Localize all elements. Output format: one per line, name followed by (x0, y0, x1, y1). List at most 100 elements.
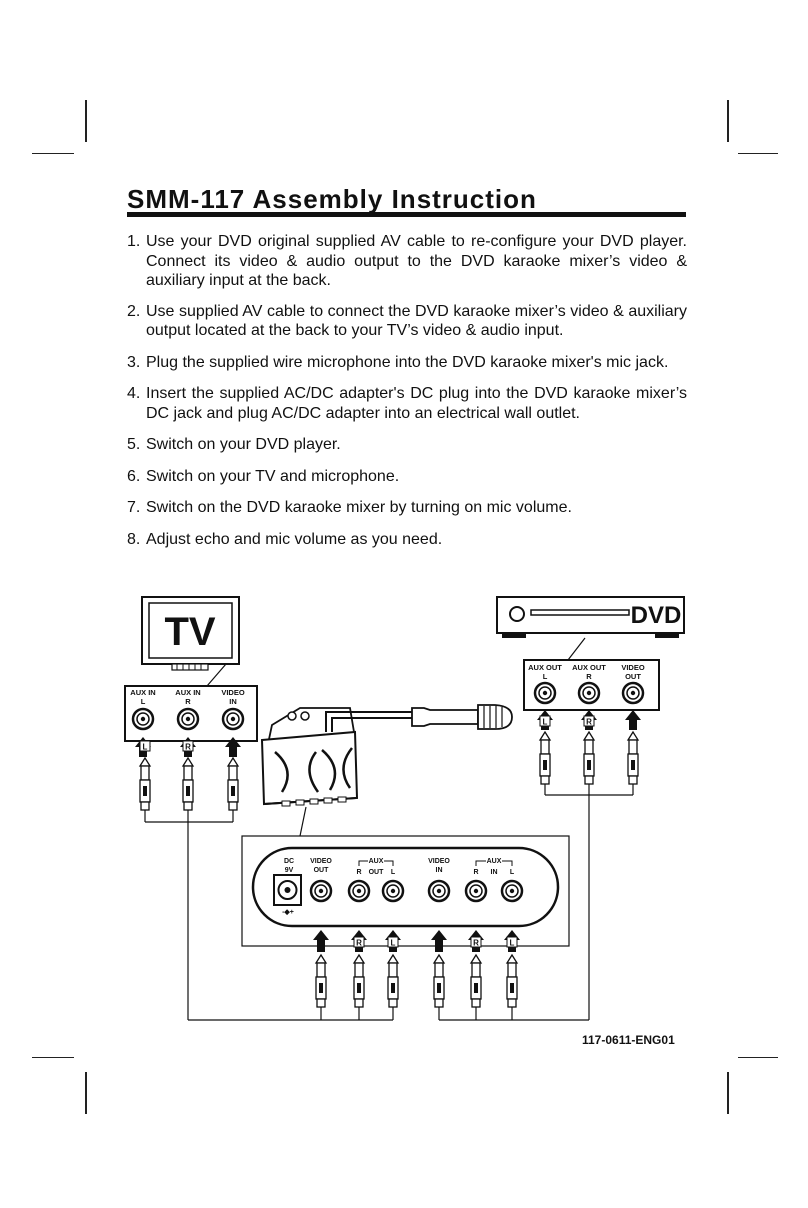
tv-input-panel: AUX IN L AUX IN R VIDEO IN (124, 685, 258, 742)
dvd-jack-label: VIDEO (621, 663, 645, 672)
step-number: 6. (127, 467, 141, 485)
dvd-output-panel: AUX OUT L AUX OUT R VIDEO OUT (523, 659, 660, 711)
tv-jack-label: AUX IN (130, 688, 155, 697)
step-text: Use supplied AV cable to connect the DVD… (146, 302, 687, 340)
mixer-back-panel: DC 9V VIDEO OUT AUX R OUT L VIDEO IN AUX… (241, 835, 570, 947)
step-number: 3. (127, 353, 141, 371)
dvd-aux-out-r-jack[interactable] (577, 681, 601, 705)
dvd-video-out-jack[interactable] (621, 681, 645, 705)
step-number: 2. (127, 302, 141, 320)
mixer-label: L (510, 869, 515, 876)
wired-microphone (325, 704, 513, 732)
step-number: 4. (127, 385, 141, 402)
mixer-aux-out-l-jack[interactable] (381, 879, 405, 903)
tv-aux-in-l-jack[interactable] (131, 707, 155, 731)
dvd-jack-label: R (586, 672, 592, 681)
crop-mark (738, 153, 778, 154)
step-text: Adjust echo and mic volume as you need. (146, 530, 443, 548)
mixer-aux-out-r-jack[interactable] (347, 879, 371, 903)
tv-unit: TV (141, 596, 240, 687)
plug-letter: L (510, 939, 515, 948)
mixer-label: IN (436, 867, 443, 874)
up-arrow-icon (225, 737, 241, 757)
up-arrow-icon (313, 930, 329, 952)
polarity-symbol: -◆+ (282, 909, 294, 916)
mixer-label: 9V (285, 867, 294, 874)
tv-jack-label: AUX IN (175, 688, 200, 697)
dc-9v-jack[interactable] (273, 874, 302, 906)
dvd-aux-out-l-jack[interactable] (533, 681, 557, 705)
step-text: Insert the supplied AC/DC adapter's DC p… (146, 385, 687, 422)
plug-letter: R (356, 939, 362, 948)
mixer-label: VIDEO (428, 858, 450, 865)
crop-mark (32, 1057, 74, 1058)
tv-logo: TV (164, 610, 215, 654)
crop-mark (32, 153, 74, 154)
step-text: Switch on your TV and microphone. (146, 467, 400, 485)
plug-letter: R (185, 743, 191, 752)
step-number: 5. (127, 436, 141, 453)
dvd-jack-label: AUX OUT (528, 663, 562, 672)
mixer-label: AUX (487, 858, 502, 865)
plug-letter: L (143, 743, 148, 752)
instruction-list: 1. Use your DVD original supplied AV cabl… (127, 232, 687, 561)
step-text: Plug the supplied wire microphone into t… (146, 353, 669, 371)
dvd-logo: DVD (631, 602, 682, 629)
plug-letter: R (473, 939, 479, 948)
mixer-aux-in-r-jack[interactable] (464, 879, 488, 903)
instruction-step: 1. Use your DVD original supplied AV cabl… (127, 232, 687, 291)
mixer-label: DC (284, 858, 294, 865)
tv-jack-label: VIDEO (221, 688, 245, 697)
mixer-label: AUX (369, 858, 384, 865)
mixer-label: OUT (314, 867, 330, 874)
step-number: 8. (127, 530, 141, 548)
crop-mark (727, 1072, 729, 1114)
plug-letter: R (586, 718, 592, 727)
instruction-step: 6. Switch on your TV and microphone. (127, 467, 687, 487)
plug-letter: L (391, 939, 396, 948)
mixer-label: IN (491, 869, 498, 876)
dvd-cable-plugs: L R (537, 710, 641, 1020)
dvd-jack-label: OUT (625, 672, 641, 681)
crop-mark (738, 1057, 778, 1058)
connection-diagram: TV AUX IN L AUX IN R VIDEO IN L R (124, 596, 685, 1021)
dvd-jack-label: L (543, 672, 548, 681)
instruction-step: 4. Insert the supplied AC/DC adapter's DC… (127, 384, 687, 423)
up-arrow-icon (625, 710, 641, 730)
crop-mark (85, 100, 87, 142)
step-text: Use your DVD original supplied AV cable … (146, 233, 687, 289)
step-number: 7. (127, 499, 141, 516)
mixer-video-out-jack[interactable] (309, 879, 333, 903)
instruction-step: 2. Use supplied AV cable to connect the D… (127, 302, 687, 341)
instruction-step: 3. Plug the supplied wire microphone into… (127, 353, 687, 373)
step-text: Switch on the DVD karaoke mixer by turni… (146, 499, 572, 516)
mixer-cable-plugs: R L R L (188, 930, 589, 1021)
instruction-step: 8. Adjust echo and mic volume as you need… (127, 530, 687, 550)
crop-mark (727, 100, 729, 142)
tv-cable-plugs: L R (135, 737, 241, 1020)
crop-mark (85, 1072, 87, 1114)
page-title: SMM-117 Assembly Instruction (127, 184, 537, 214)
mixer-label: R (356, 869, 361, 876)
tv-jack-label: L (141, 697, 146, 706)
tv-aux-in-r-jack[interactable] (176, 707, 200, 731)
tv-jack-label: IN (229, 697, 237, 706)
instruction-step: 7. Switch on the DVD karaoke mixer by tur… (127, 498, 687, 518)
step-text: Switch on your DVD player. (146, 436, 341, 453)
karaoke-mixer-device (260, 707, 359, 837)
dvd-jack-label: AUX OUT (572, 663, 606, 672)
instruction-step: 5. Switch on your DVD player. (127, 435, 687, 455)
mixer-label: VIDEO (310, 858, 332, 865)
mixer-label: L (391, 869, 396, 876)
mixer-video-in-jack[interactable] (427, 879, 451, 903)
step-number: 1. (127, 233, 141, 250)
mixer-label: R (473, 869, 478, 876)
document-code: 117-0611-ENG01 (582, 1033, 675, 1047)
tv-jack-label: R (185, 697, 191, 706)
mixer-aux-in-l-jack[interactable] (500, 879, 524, 903)
plug-letter: L (543, 718, 548, 727)
tv-video-in-jack[interactable] (221, 707, 245, 731)
dvd-player: DVD (496, 596, 685, 661)
up-arrow-icon (431, 930, 447, 952)
title-underline (127, 212, 686, 217)
